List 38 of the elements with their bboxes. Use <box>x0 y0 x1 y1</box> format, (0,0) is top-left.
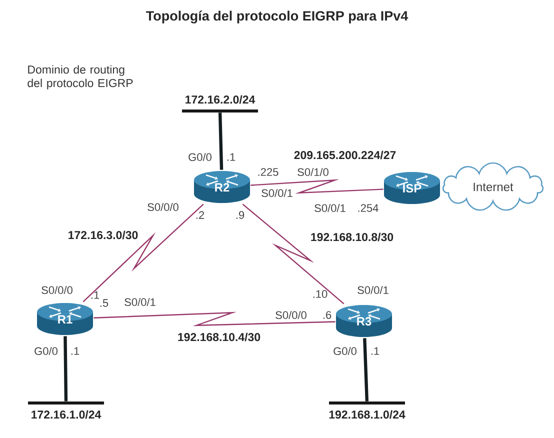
router: ISP <box>384 172 440 204</box>
interface-label: .9 <box>236 211 244 219</box>
router: R2 <box>194 171 250 203</box>
interface-label: S0/0/0 <box>148 202 178 212</box>
interface-label: G0/0 <box>34 346 58 356</box>
title: Topología del protocolo EIGRP para IPv4 <box>146 10 408 24</box>
router: R1 <box>37 303 93 335</box>
network-segment: 172.16.2.0/24 <box>182 95 258 112</box>
interface-label: .2 <box>196 211 204 219</box>
note: Dominio de routing del protocolo EIGRP <box>28 65 133 90</box>
interface-label: .1 <box>91 291 100 299</box>
interface-label: .1 <box>227 153 236 161</box>
interface-label: S0/0/1 <box>262 188 292 198</box>
edge-label: 209.165.200.224/27 <box>292 150 398 160</box>
node-label: 172.16.1.0/24 <box>32 410 102 419</box>
node-label: 172.16.2.0/24 <box>186 95 256 104</box>
edge-label: 172.16.3.0/30 <box>66 230 140 240</box>
router: R3 <box>336 305 392 337</box>
interface-label: S0/1/0 <box>298 168 328 176</box>
link-line <box>363 338 369 402</box>
cloud: Internet <box>442 162 544 211</box>
interface-label: .1 <box>71 347 80 355</box>
node-label: 192.168.1.0/24 <box>329 410 406 419</box>
link-line <box>218 112 224 170</box>
interface-label: .10 <box>313 290 328 298</box>
interface-label: S0/0/1 <box>124 298 156 306</box>
interface-label: .5 <box>100 299 108 307</box>
edge-label: 192.168.10.8/30 <box>309 232 395 242</box>
edge-label: 192.168.10.4/30 <box>176 332 262 342</box>
network-segment: 192.168.1.0/24 <box>329 402 406 419</box>
interface-label: .1 <box>371 347 380 355</box>
interface-label: .225 <box>258 168 278 176</box>
network-segment: 172.16.1.0/24 <box>28 402 104 419</box>
interface-label: S0/0/1 <box>314 204 346 212</box>
interface-label: G0/0 <box>334 346 356 356</box>
interface-label: .6 <box>323 311 332 319</box>
link-line <box>64 336 68 402</box>
interface-label: S0/0/0 <box>276 310 306 320</box>
